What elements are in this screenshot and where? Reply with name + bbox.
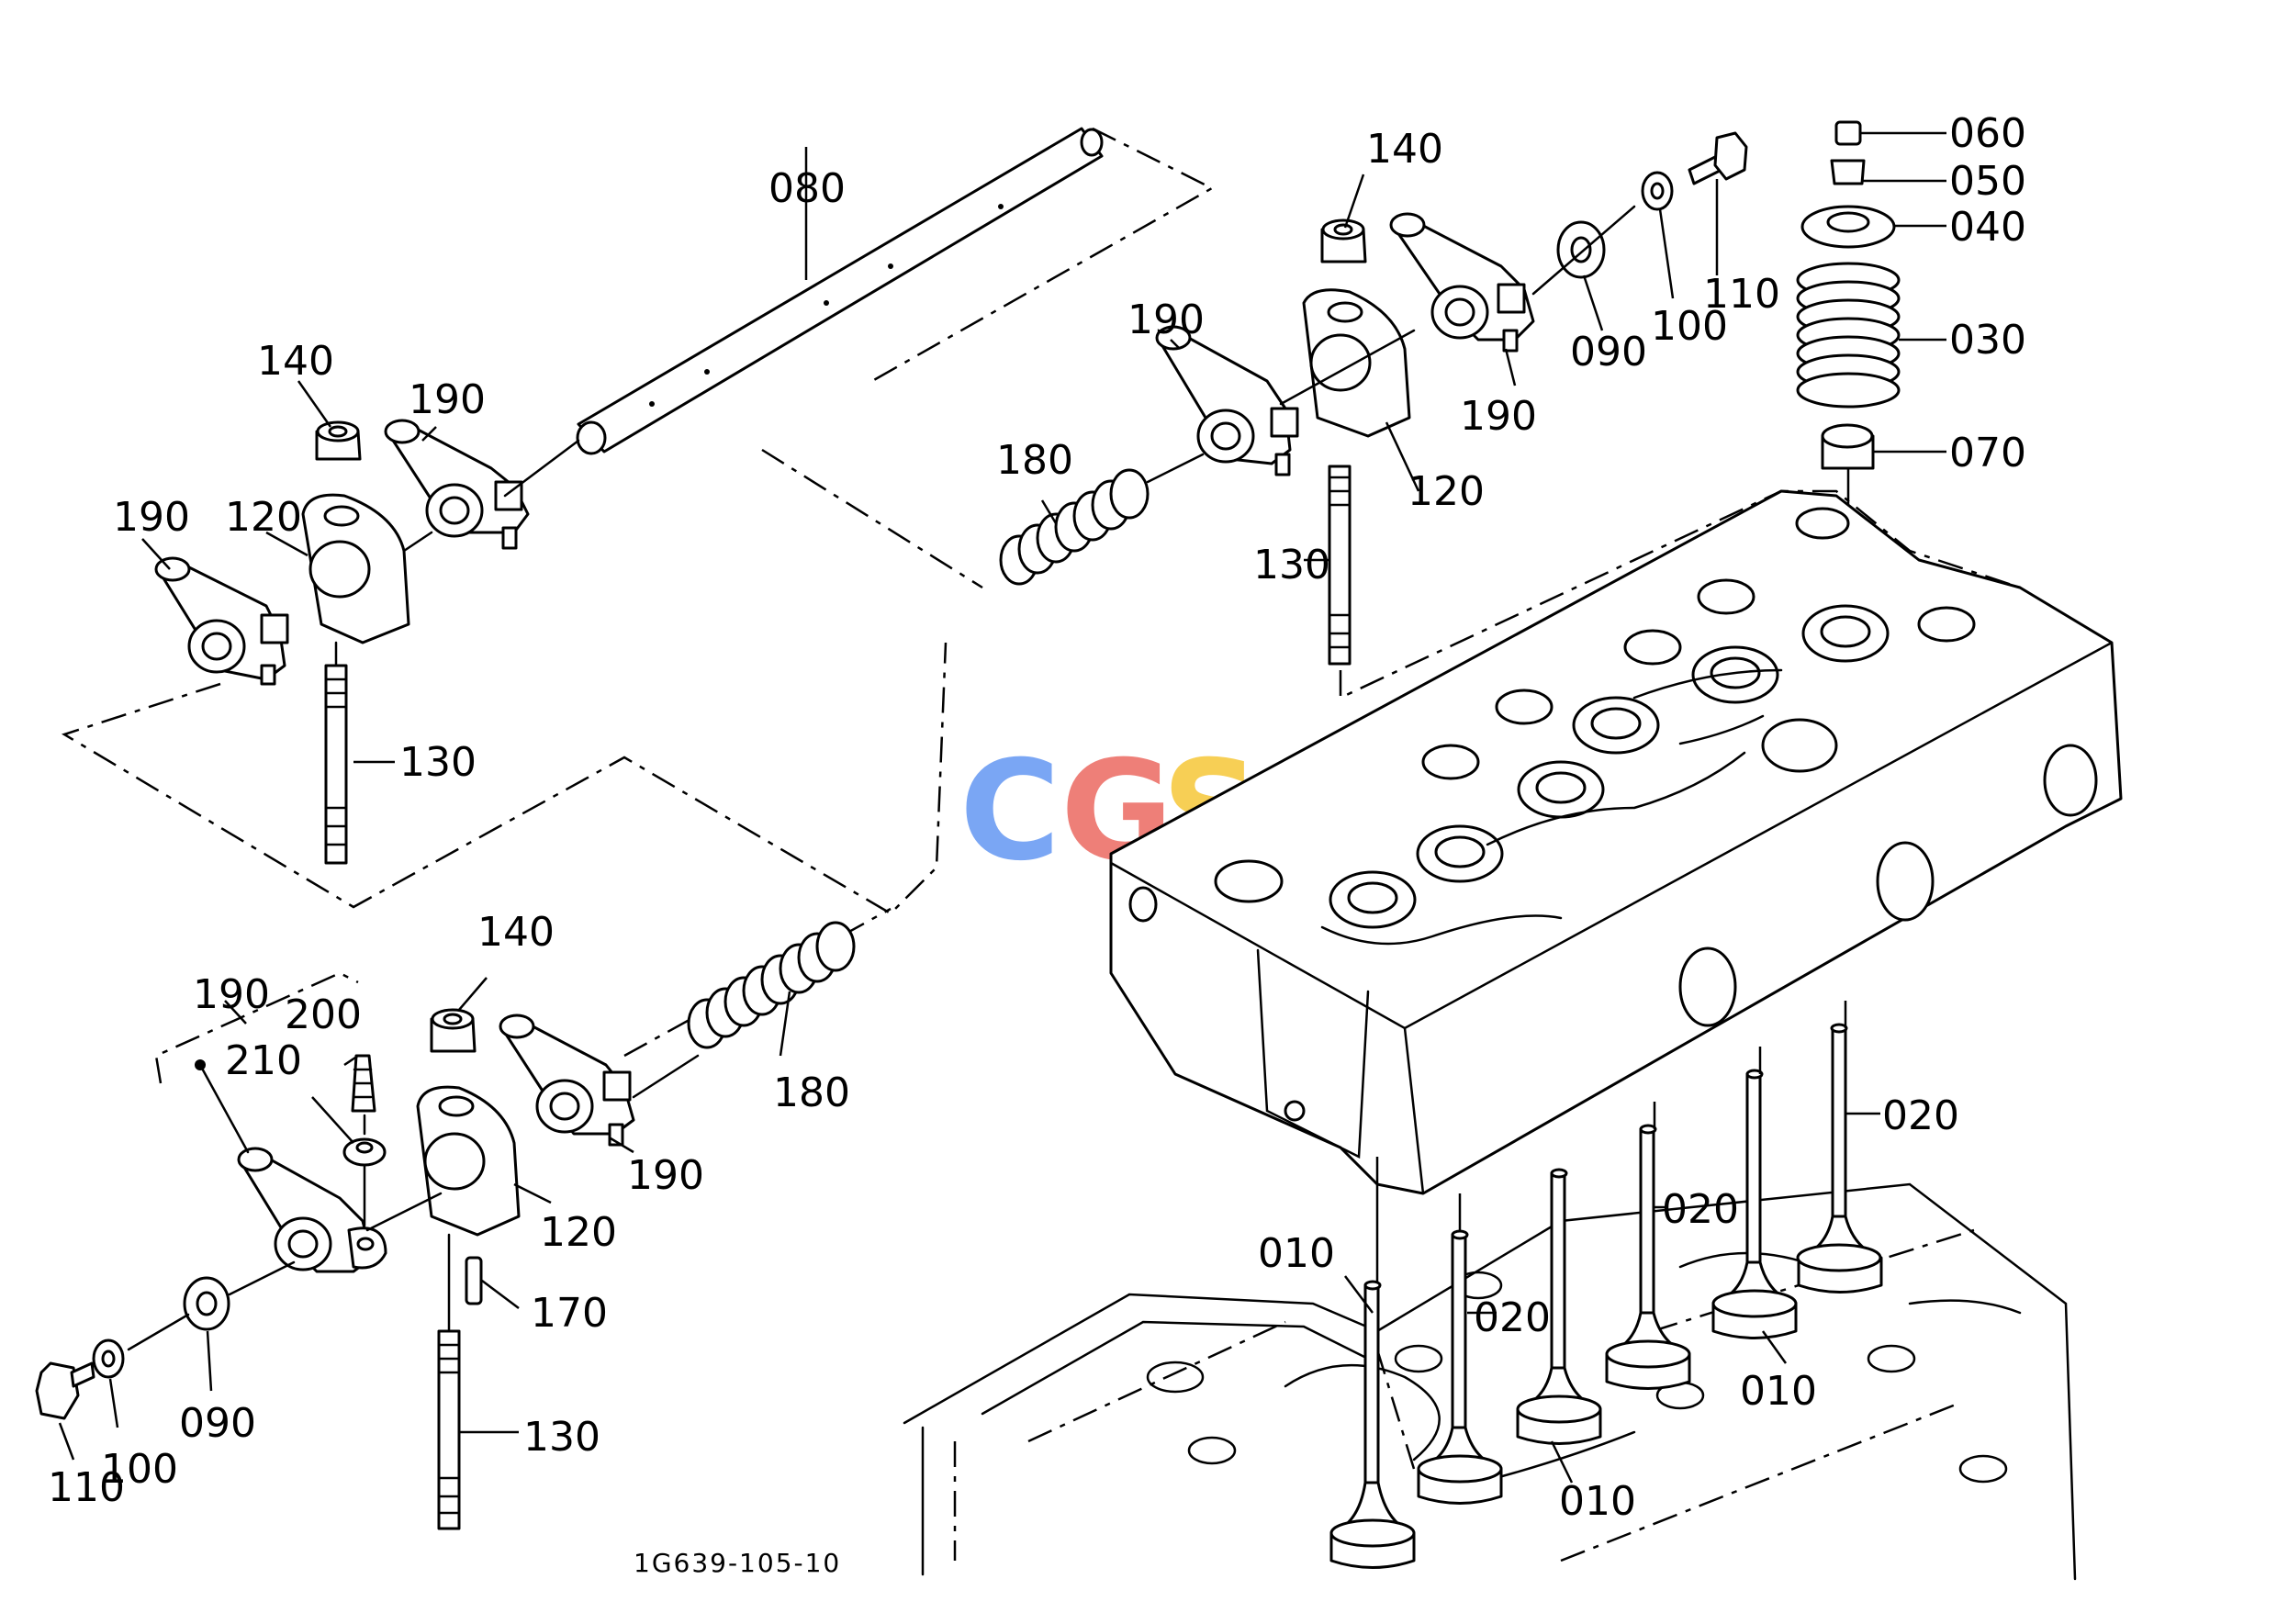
callout-110-upper: 110 <box>1703 271 1780 318</box>
upper-left-rocker-assembly <box>61 419 948 915</box>
callout-010-mid: 010 <box>1559 1478 1636 1525</box>
callout-130-upper-left: 130 <box>399 739 477 786</box>
callout-130-lower: 130 <box>523 1414 600 1461</box>
callout-140-upper-left: 140 <box>257 338 334 385</box>
callout-010-right: 010 <box>1740 1368 1817 1415</box>
callout-180-upper: 180 <box>996 437 1073 484</box>
callout-020-left: 020 <box>1474 1294 1551 1341</box>
callout-120-lower: 120 <box>540 1209 617 1256</box>
callout-190-lower-right: 190 <box>627 1152 704 1199</box>
watermark-letter-c1: C <box>959 732 1060 891</box>
callout-200: 200 <box>285 991 362 1038</box>
callout-190-lower-bracket: 190 <box>193 971 270 1018</box>
drawing-code: 1G639-105-10 <box>634 1548 841 1578</box>
callout-090-lower: 090 <box>179 1400 256 1447</box>
engine-block <box>903 1182 2077 1581</box>
callout-190-upper-right-right: 190 <box>1460 393 1537 440</box>
callout-100-lower: 100 <box>101 1446 178 1493</box>
callout-170: 170 <box>531 1290 608 1337</box>
valve-spring-030 <box>1796 262 1901 409</box>
spring-180-upper <box>999 468 1150 586</box>
upper-right-rocker-assembly <box>761 131 1748 666</box>
lower-left-rocker-assembly <box>35 907 892 1530</box>
callout-080: 080 <box>768 165 846 212</box>
callout-090-upper: 090 <box>1570 329 1647 375</box>
callout-030: 030 <box>1949 317 2026 364</box>
callout-020-right: 020 <box>1882 1092 1959 1139</box>
valves <box>1329 1001 1883 1569</box>
valve-spring-stack <box>1796 120 1901 670</box>
callout-190-upper-left-left: 190 <box>113 494 190 541</box>
leader-lines <box>58 131 1946 1484</box>
callout-210: 210 <box>225 1037 302 1084</box>
callout-130-upper-right: 130 <box>1253 542 1330 588</box>
callout-190-upper-left-right: 190 <box>409 376 486 423</box>
callout-050: 050 <box>1949 158 2026 205</box>
callout-070: 070 <box>1949 430 2026 476</box>
callout-120-upper-right: 120 <box>1408 468 1485 515</box>
callout-100-upper: 100 <box>1651 303 1728 350</box>
callout-020-mid: 020 <box>1662 1186 1739 1233</box>
rocker-shaft <box>576 127 1215 455</box>
callout-180-lower: 180 <box>773 1070 850 1116</box>
callout-040: 040 <box>1949 204 2026 251</box>
callout-labels: 080 140 190 190 120 130 140 190 190 180 … <box>48 110 2026 1578</box>
callout-110-lower: 110 <box>48 1464 125 1511</box>
spring-180-lower <box>687 921 856 1049</box>
callout-140-upper-right: 140 <box>1366 126 1443 173</box>
callout-010-left: 010 <box>1258 1230 1335 1277</box>
callout-190-upper-right-left: 190 <box>1127 297 1205 343</box>
callout-140-lower: 140 <box>477 909 555 956</box>
cylinder-head <box>1109 489 2123 1195</box>
callout-120-upper-left: 120 <box>225 494 302 541</box>
callout-060: 060 <box>1949 110 2026 157</box>
